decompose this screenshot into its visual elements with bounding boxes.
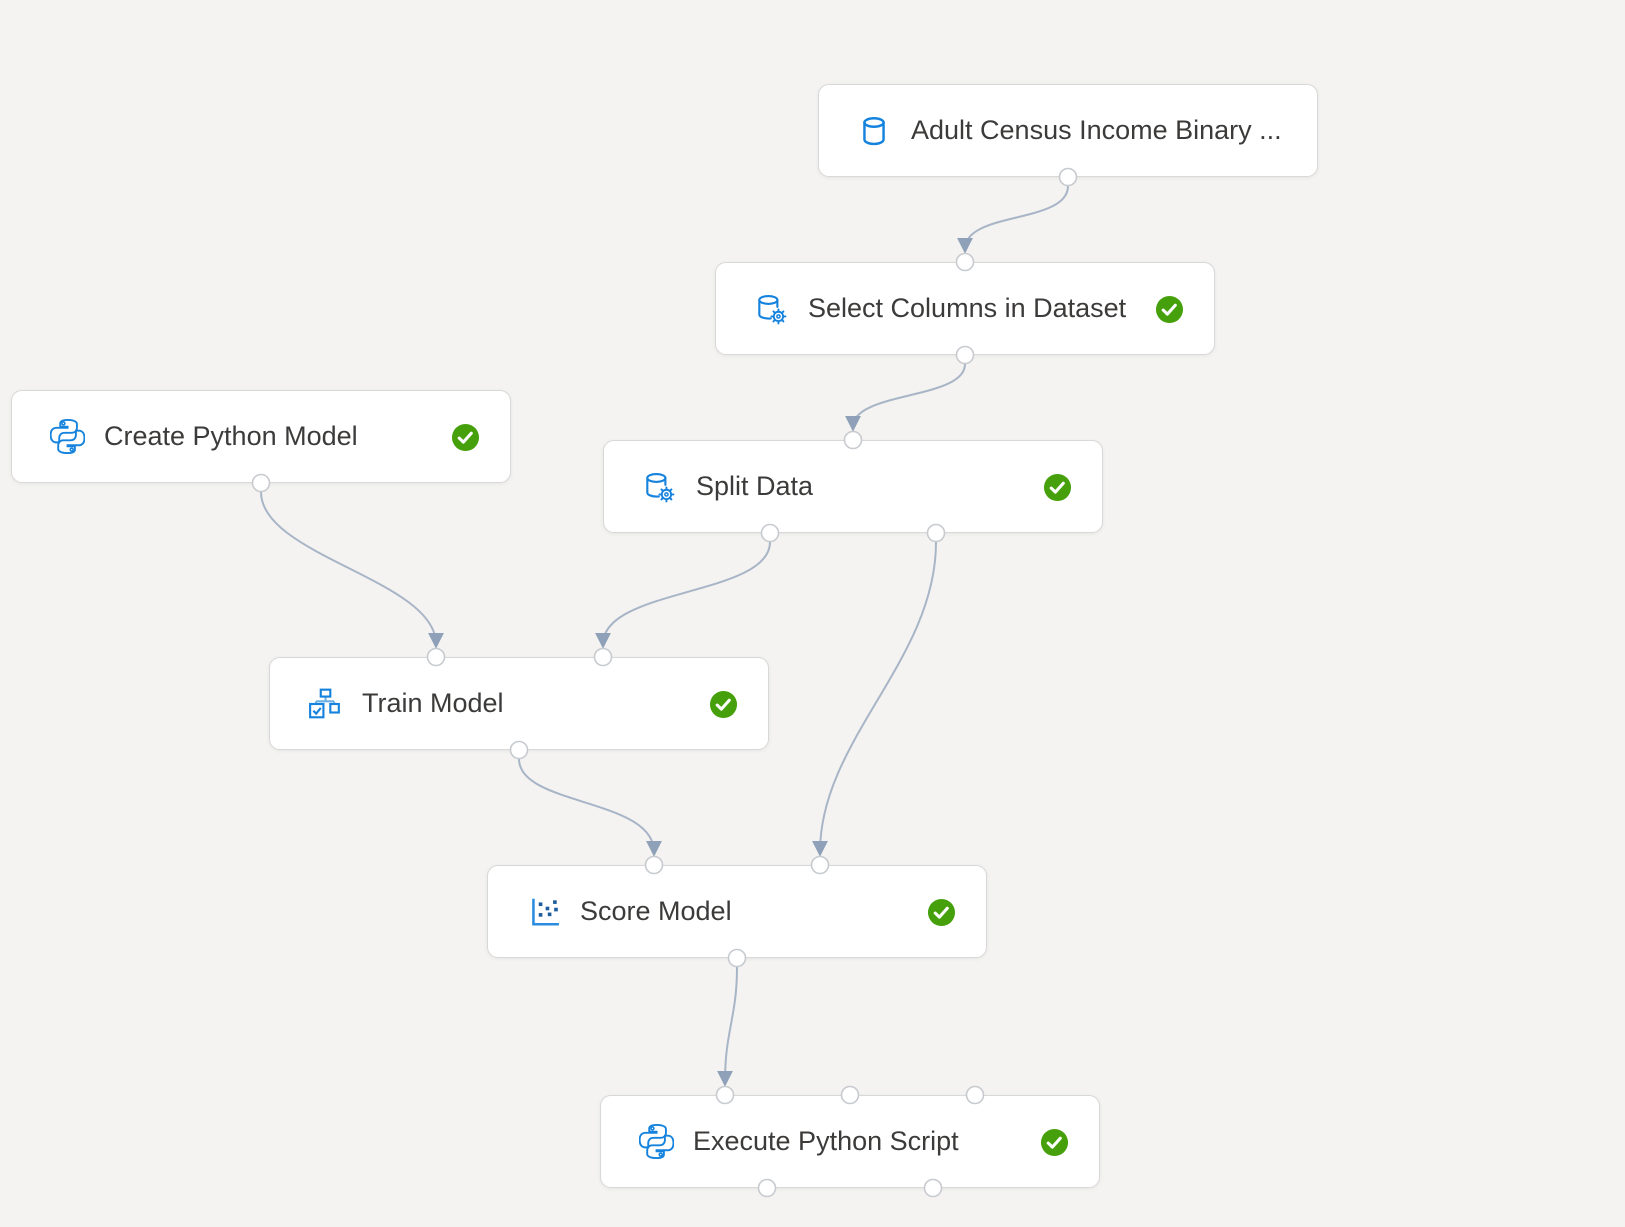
database-gear-icon [751,289,791,329]
edge-train-model-to-score-model[interactable] [518,758,662,857]
python-icon [636,1122,676,1162]
edge-dataset-to-select-columns[interactable] [957,185,1069,254]
node-label: Score Model [580,896,732,926]
edge-split-data-to-train-model[interactable] [595,541,771,649]
database-icon [854,111,894,151]
node-label: Execute Python Script [693,1126,959,1156]
node-label: Select Columns in Dataset [808,293,1127,323]
node-adult-census-dataset[interactable]: Adult Census Income Binary ... [818,84,1318,177]
node-label: Create Python Model [104,421,358,451]
node-label: Adult Census Income Binary ... [911,115,1282,145]
status-completed-icon [1040,1128,1069,1157]
status-completed-icon [1043,473,1072,502]
node-create-python-model[interactable]: Create Python Model [11,390,511,483]
node-split-data[interactable]: Split Data [603,440,1103,533]
status-completed-icon [1155,295,1184,324]
python-icon [47,417,87,457]
edge-create-python-model-to-train-model[interactable] [260,491,444,649]
edge-score-model-to-execute-python-script[interactable] [717,966,738,1087]
status-completed-icon [709,690,738,719]
hierarchy-check-icon [305,684,345,724]
scatter-plot-icon [523,892,563,932]
node-label: Split Data [696,471,814,501]
database-gear-icon [639,467,679,507]
node-label: Train Model [362,688,504,718]
edge-select-columns-to-split-data[interactable] [845,363,966,432]
node-select-columns-in-dataset[interactable]: Select Columns in Dataset [715,262,1215,355]
edge-split-data-to-score-model[interactable] [812,541,937,857]
status-completed-icon [927,898,956,927]
status-completed-icon [451,423,480,452]
node-execute-python-script[interactable]: Execute Python Script [600,1095,1100,1188]
node-score-model[interactable]: Score Model [487,865,987,958]
node-train-model[interactable]: Train Model [269,657,769,750]
